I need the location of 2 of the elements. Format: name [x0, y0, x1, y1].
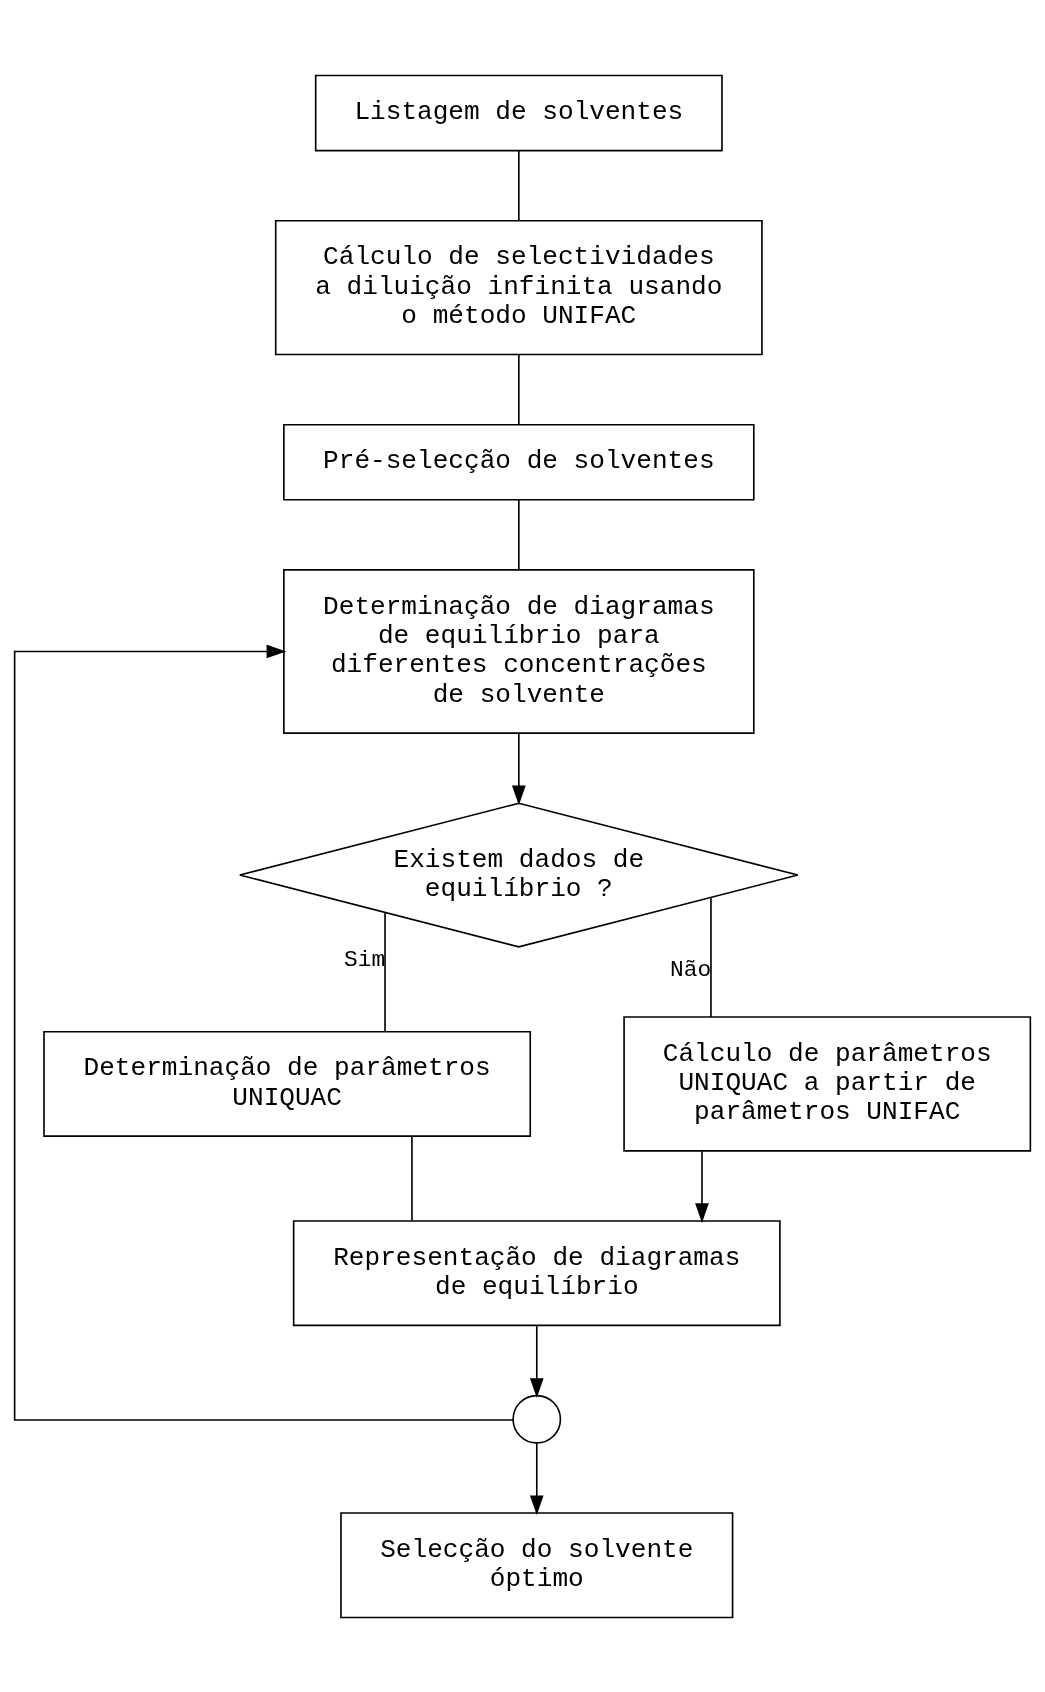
edge-label: Sim: [344, 946, 386, 973]
edge-label: Não: [670, 956, 712, 983]
